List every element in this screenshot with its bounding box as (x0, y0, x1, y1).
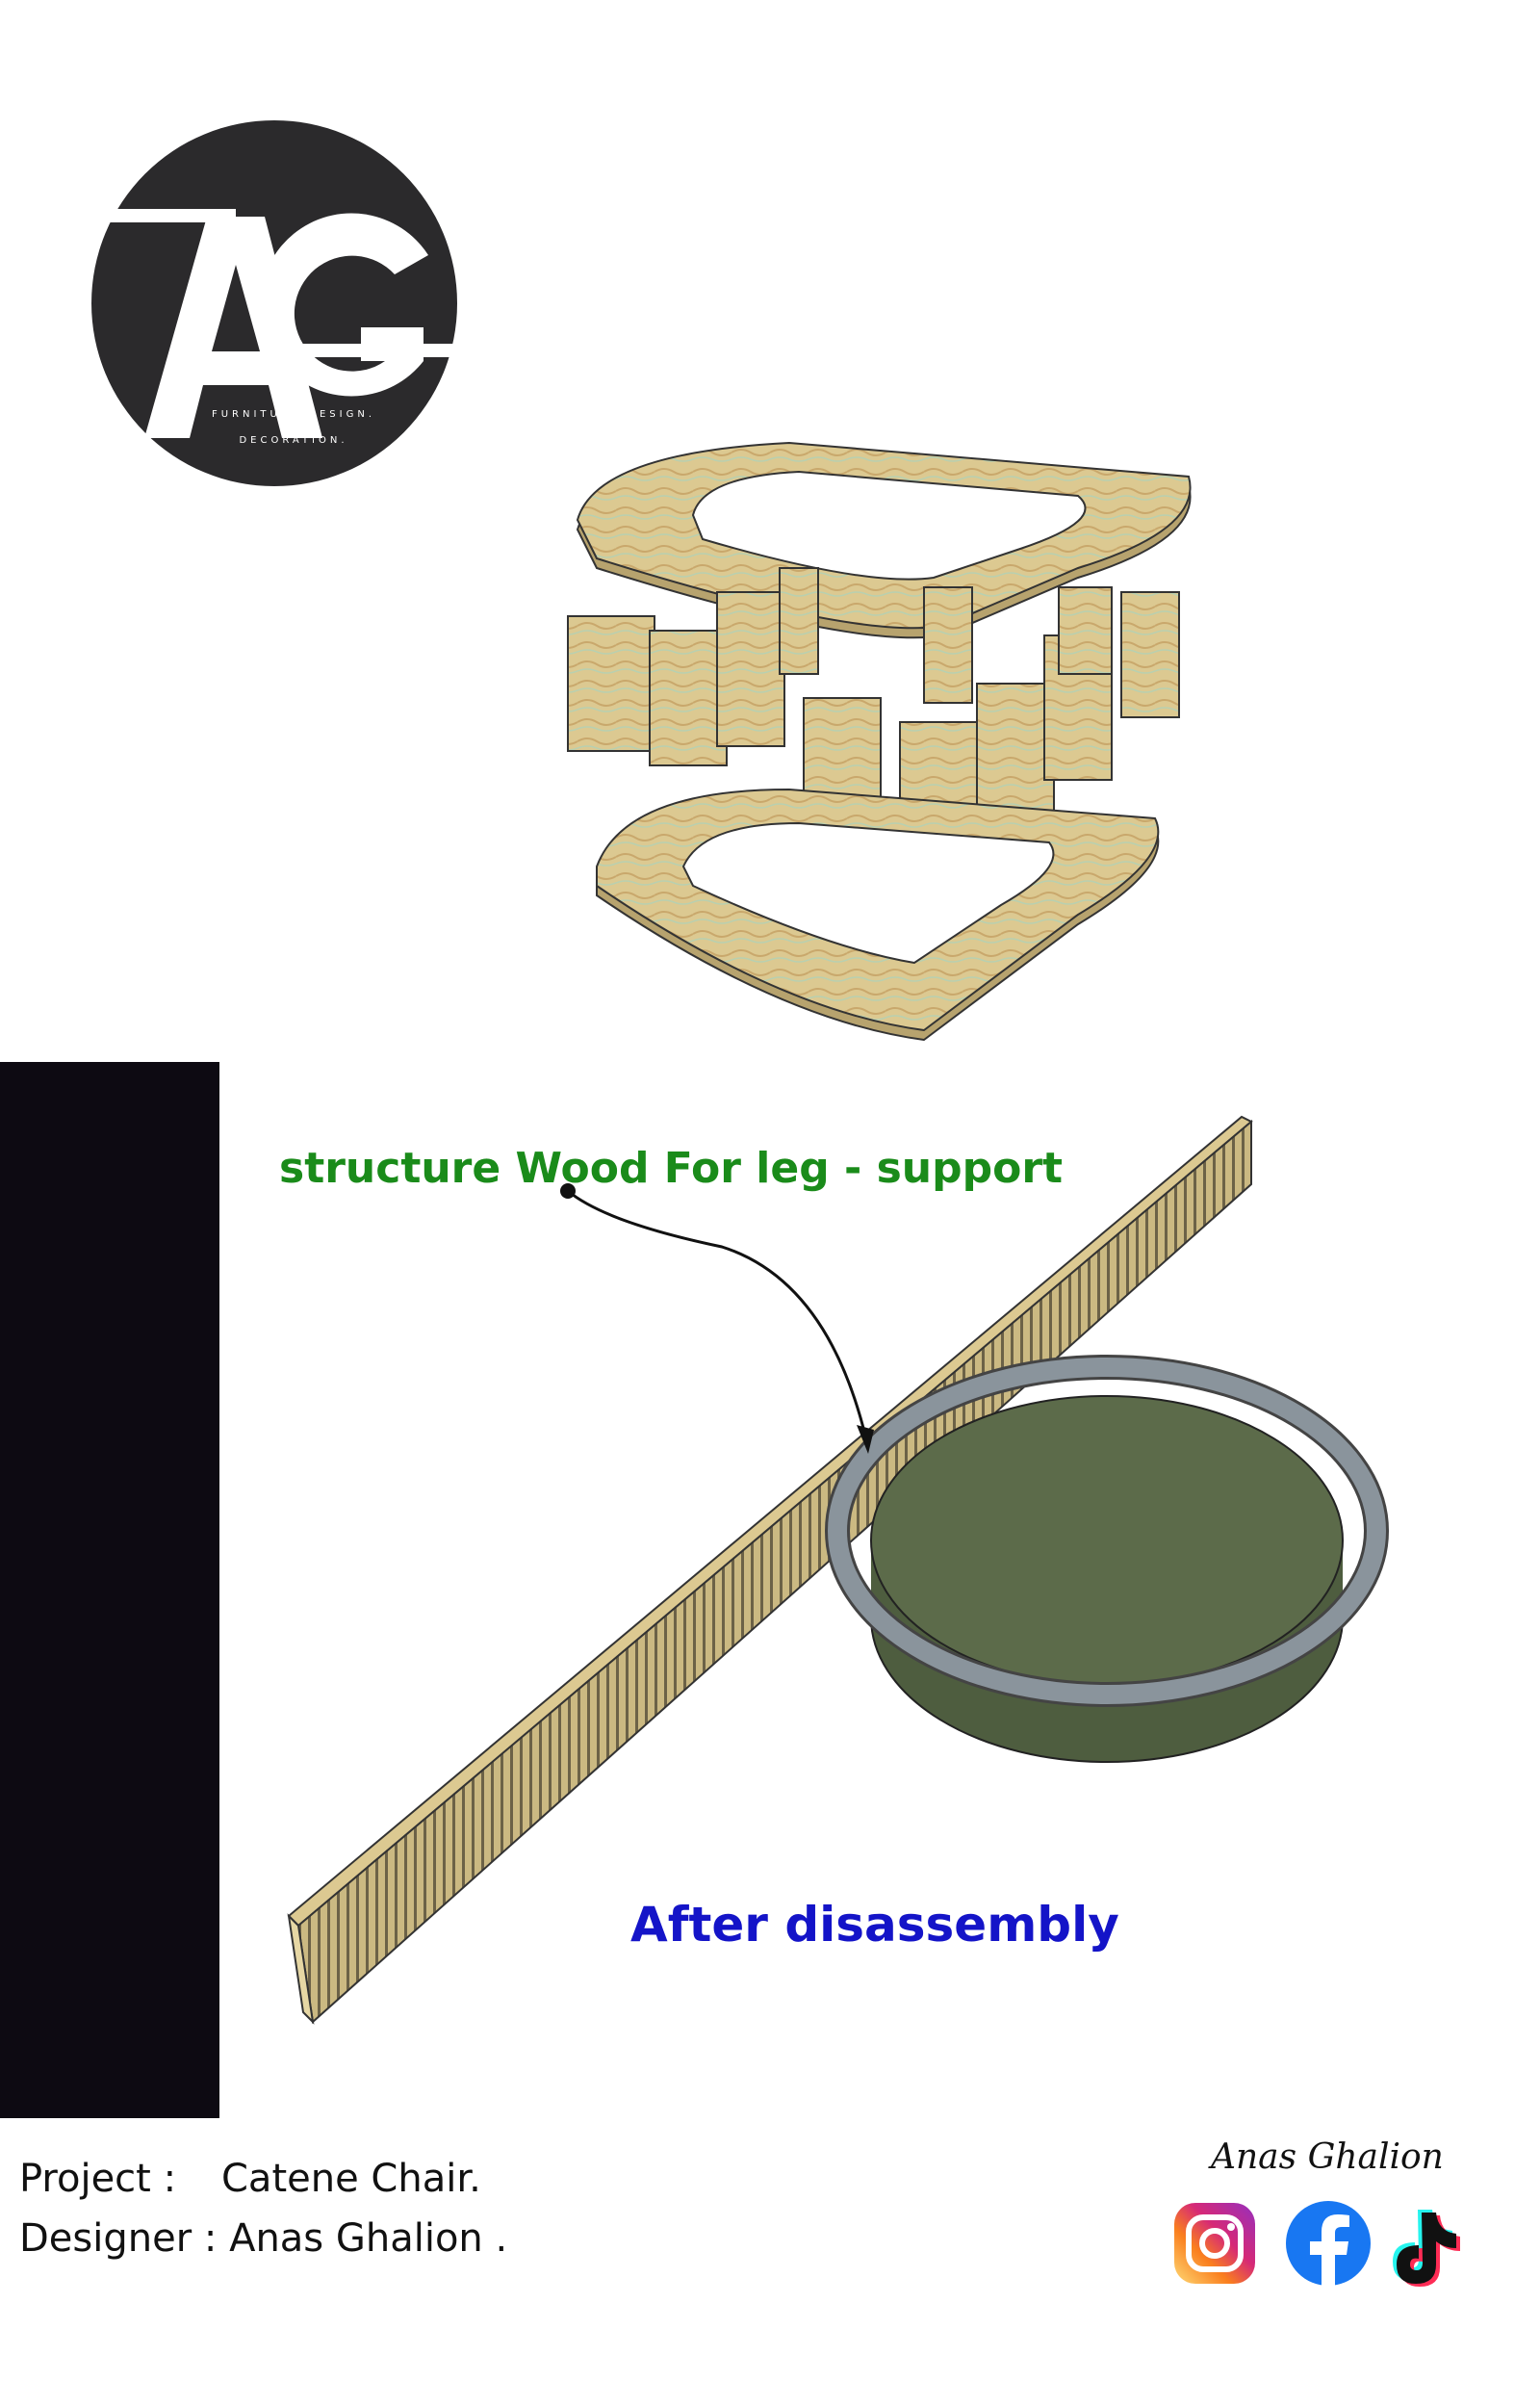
structure-wood-board (287, 1115, 1253, 2025)
footer-project: Project : Catene Chair. (19, 2157, 481, 2201)
logo-tagline-1: FURNITURE DESIGN. (212, 409, 375, 420)
facebook-icon[interactable] (1286, 2201, 1371, 2286)
exploded-chair-illustration (567, 441, 1192, 1042)
tiktok-icon[interactable] (1393, 2210, 1460, 2287)
leader-line (567, 1189, 868, 1440)
logo-tagline-2: DECORATION. (239, 435, 347, 446)
project-label: Project : (19, 2157, 177, 2201)
brand-logo: ANAS GHALION FURNITURE DESIGN. DECORATIO… (91, 120, 457, 486)
leader-dot (560, 1183, 576, 1199)
metal-ring (825, 1355, 1389, 1707)
footer-designer: Designer : Anas Ghalion . (19, 2216, 507, 2261)
project-value: Catene Chair. (221, 2157, 481, 2201)
signature: Anas Ghalion (1211, 2137, 1444, 2177)
leg-panels (567, 567, 1180, 877)
side-bar (0, 1062, 219, 2118)
social-icons (1174, 2201, 1460, 2287)
designer-value: Anas Ghalion . (229, 2216, 508, 2261)
bottom-ring (596, 788, 1160, 1042)
designer-label: Designer : (19, 2216, 218, 2261)
instagram-icon[interactable] (1174, 2203, 1255, 2284)
after-disassembly-annotation: After disassembly (630, 1897, 1119, 1953)
structure-annotation: structure Wood For leg - support (279, 1144, 1064, 1193)
leader-arrowhead (857, 1425, 874, 1454)
logo-name: ANAS GHALION (218, 371, 369, 390)
disassembled-components-illustration (287, 1115, 1389, 2025)
